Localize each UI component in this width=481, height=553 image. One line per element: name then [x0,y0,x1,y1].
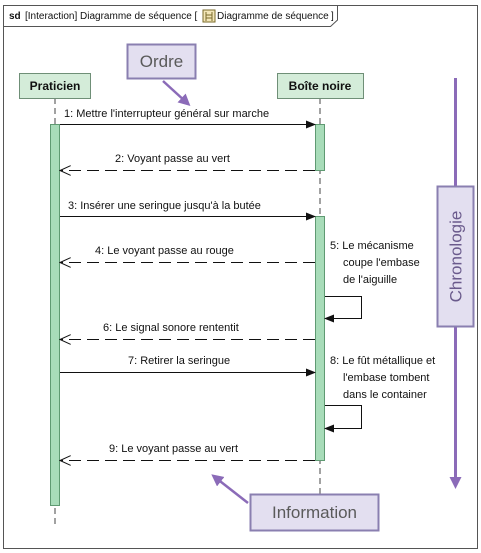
message-2-label: 2: Voyant passe au vert [115,153,230,165]
self-message-5-line-3: de l'aiguille [343,274,397,286]
lifeline-boite-noire-title: Boîte noire [289,79,352,93]
activation-boite-noire-1 [315,124,325,171]
message-4[interactable]: 4: Le voyant passe au rouge [60,245,315,263]
frame-title: [Interaction] Diagramme de séquence [ [25,11,198,22]
self-message-5-line-1: 5: Le mécanisme [330,240,414,252]
message-1-label: 1: Mettre l'interrupteur général sur mar… [64,108,269,120]
self-message-8[interactable]: 8: Le fût métallique et l'embase tombent… [324,355,435,433]
message-3-label: 3: Insérer une seringue jusqu'à la butée [68,200,261,212]
message-9[interactable]: 9: Le voyant passe au vert [60,443,315,461]
message-7-label: 7: Retirer la seringue [128,355,230,367]
message-9-label: 9: Le voyant passe au vert [109,443,238,455]
sequence-diagram-icon [202,9,216,23]
self-message-8-line-3: dans le container [343,389,427,401]
message-1[interactable]: 1: Mettre l'interrupteur général sur mar… [60,108,316,129]
message-6[interactable]: 6: Le signal sonore rententit [60,322,315,340]
chronologie-text: Chronologie [447,211,466,303]
activation-boite-noire-2 [315,216,325,461]
message-6-label: 6: Le signal sonore rententit [103,322,239,334]
message-7[interactable]: 7: Retirer la seringue [60,355,316,377]
self-message-8-line-2: l'embase tombent [343,372,429,384]
callout-ordre-text: Ordre [140,52,183,71]
self-message-8-line-1: 8: Le fût métallique et [330,355,435,367]
message-3[interactable]: 3: Insérer une seringue jusqu'à la butée [60,200,316,221]
callout-ordre: Ordre [126,43,197,107]
callout-information-text: Information [272,503,357,522]
callout-information: Information [211,474,380,532]
lifeline-boite-noire-header[interactable] [277,73,364,99]
frame-title-2: Diagramme de séquence [217,11,329,22]
chronologie-arrow: Chronologie [436,78,475,489]
frame-border [3,5,478,549]
lifeline-praticien-header[interactable] [19,73,91,99]
message-4-label: 4: Le voyant passe au rouge [95,245,234,257]
activation-praticien [50,124,60,506]
frame-close: ] [331,11,334,22]
message-2[interactable]: 2: Voyant passe au vert [60,153,315,171]
lifeline-praticien-title: Praticien [30,79,81,93]
frame-keyword: sd [9,11,21,22]
self-message-5-line-2: coupe l'embase [343,257,420,269]
frame-tab [3,5,338,27]
self-message-5[interactable]: 5: Le mécanisme coupe l'embase de l'aigu… [324,240,420,323]
